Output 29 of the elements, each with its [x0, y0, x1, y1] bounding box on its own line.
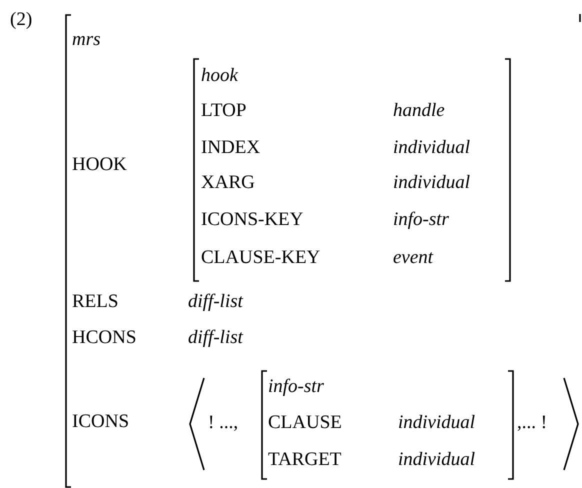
type-value: info-str	[393, 209, 449, 231]
type-value: individual	[393, 137, 470, 159]
attribute-name: XARG	[201, 172, 255, 194]
attribute-name: CLAUSE-KEY	[201, 247, 320, 269]
attribute-name: INDEX	[201, 137, 260, 159]
type-value: diff-list	[188, 327, 243, 349]
list-ellipsis: ! ...,	[208, 412, 238, 434]
type-value: event	[393, 247, 434, 269]
attribute-name: RELS	[72, 291, 118, 313]
type-value: mrs	[72, 29, 101, 51]
type-value: individual	[393, 172, 470, 194]
attribute-name: HOOK	[72, 154, 127, 176]
attribute-name: CLAUSE	[268, 412, 342, 434]
attribute-name: LTOP	[201, 100, 246, 122]
attribute-name: ICONS-KEY	[201, 209, 304, 231]
attribute-value-matrix	[261, 370, 514, 480]
attribute-value-matrix	[193, 58, 511, 282]
attribute-name: TARGET	[268, 449, 342, 471]
attribute-name: ICONS	[72, 411, 130, 433]
type-value: individual	[398, 449, 476, 471]
example-number: (2)	[10, 9, 32, 31]
type-value: info-str	[268, 376, 324, 398]
type-value: hook	[201, 65, 238, 87]
attribute-value-matrix	[65, 14, 582, 488]
type-value: handle	[393, 100, 445, 122]
list-ellipsis: ,... !	[517, 412, 548, 434]
type-value: diff-list	[188, 291, 243, 313]
attribute-name: HCONS	[72, 327, 136, 349]
type-value: individual	[398, 412, 476, 434]
